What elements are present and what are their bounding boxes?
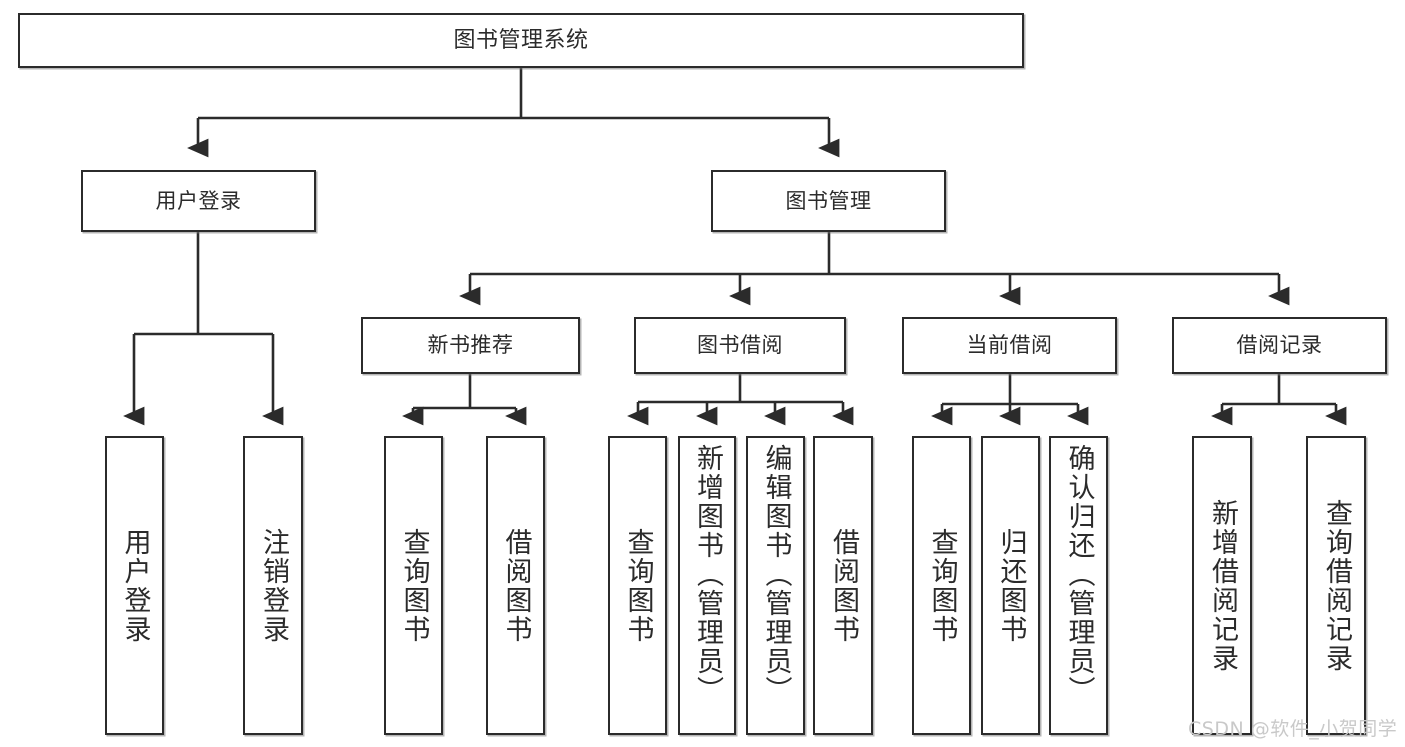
- node-leaf-confirm-return[interactable]: 确认归还（管理员）: [1049, 436, 1108, 735]
- node-leaf-return-book[interactable]: 归还图书: [981, 436, 1040, 735]
- node-leaf-query-book-1[interactable]: 查询图书: [384, 436, 443, 735]
- node-label: 图书管理: [785, 188, 872, 213]
- node-leaf-edit-book[interactable]: 编辑图书（管理员）: [746, 436, 805, 735]
- node-label: 新增图书（管理员）: [691, 444, 723, 705]
- watermark-text: CSDN @软件_小贺同学: [1188, 718, 1398, 740]
- node-leaf-logout-login[interactable]: 注销登录: [243, 436, 303, 735]
- node-label: 查询借阅记录: [1320, 498, 1352, 673]
- node-leaf-query-book-3[interactable]: 查询图书: [912, 436, 971, 735]
- node-label: 注销登录: [257, 527, 289, 644]
- node-label: 查询图书: [398, 527, 430, 644]
- node-label: 查询图书: [926, 527, 958, 644]
- node-label: 用户登录: [119, 527, 151, 644]
- node-borrow-record[interactable]: 借阅记录: [1172, 317, 1387, 374]
- node-label: 归还图书: [995, 527, 1027, 644]
- node-label: 确认归还（管理员）: [1063, 444, 1095, 705]
- node-book-borrow[interactable]: 图书借阅: [634, 317, 846, 374]
- node-user-login[interactable]: 用户登录: [81, 170, 316, 232]
- node-leaf-query-record[interactable]: 查询借阅记录: [1306, 436, 1366, 735]
- node-label: 新书推荐: [427, 333, 514, 358]
- node-leaf-user-login[interactable]: 用户登录: [105, 436, 164, 735]
- node-book-management[interactable]: 图书管理: [711, 170, 946, 232]
- node-label: 借阅图书: [827, 527, 859, 644]
- node-new-book-recommend[interactable]: 新书推荐: [361, 317, 580, 374]
- node-leaf-borrow-book-1[interactable]: 借阅图书: [486, 436, 545, 735]
- node-label: 新增借阅记录: [1206, 498, 1238, 673]
- node-leaf-query-book-2[interactable]: 查询图书: [608, 436, 667, 735]
- csdn-watermark: CSDN @软件_小贺同学: [1188, 714, 1397, 741]
- node-current-borrow[interactable]: 当前借阅: [902, 317, 1117, 374]
- node-leaf-borrow-book-2[interactable]: 借阅图书: [813, 436, 873, 735]
- node-label: 查询图书: [622, 527, 654, 644]
- node-label: 图书借阅: [697, 333, 783, 358]
- node-leaf-add-record[interactable]: 新增借阅记录: [1192, 436, 1252, 735]
- node-label: 借阅图书: [500, 527, 532, 644]
- node-label: 编辑图书（管理员）: [760, 444, 792, 705]
- node-label: 图书管理系统: [453, 27, 589, 53]
- node-root-book-management-system[interactable]: 图书管理系统: [18, 13, 1024, 68]
- node-label: 用户登录: [155, 188, 242, 213]
- node-label: 借阅记录: [1236, 333, 1323, 358]
- node-leaf-add-book[interactable]: 新增图书（管理员）: [678, 436, 736, 735]
- node-label: 当前借阅: [966, 333, 1053, 358]
